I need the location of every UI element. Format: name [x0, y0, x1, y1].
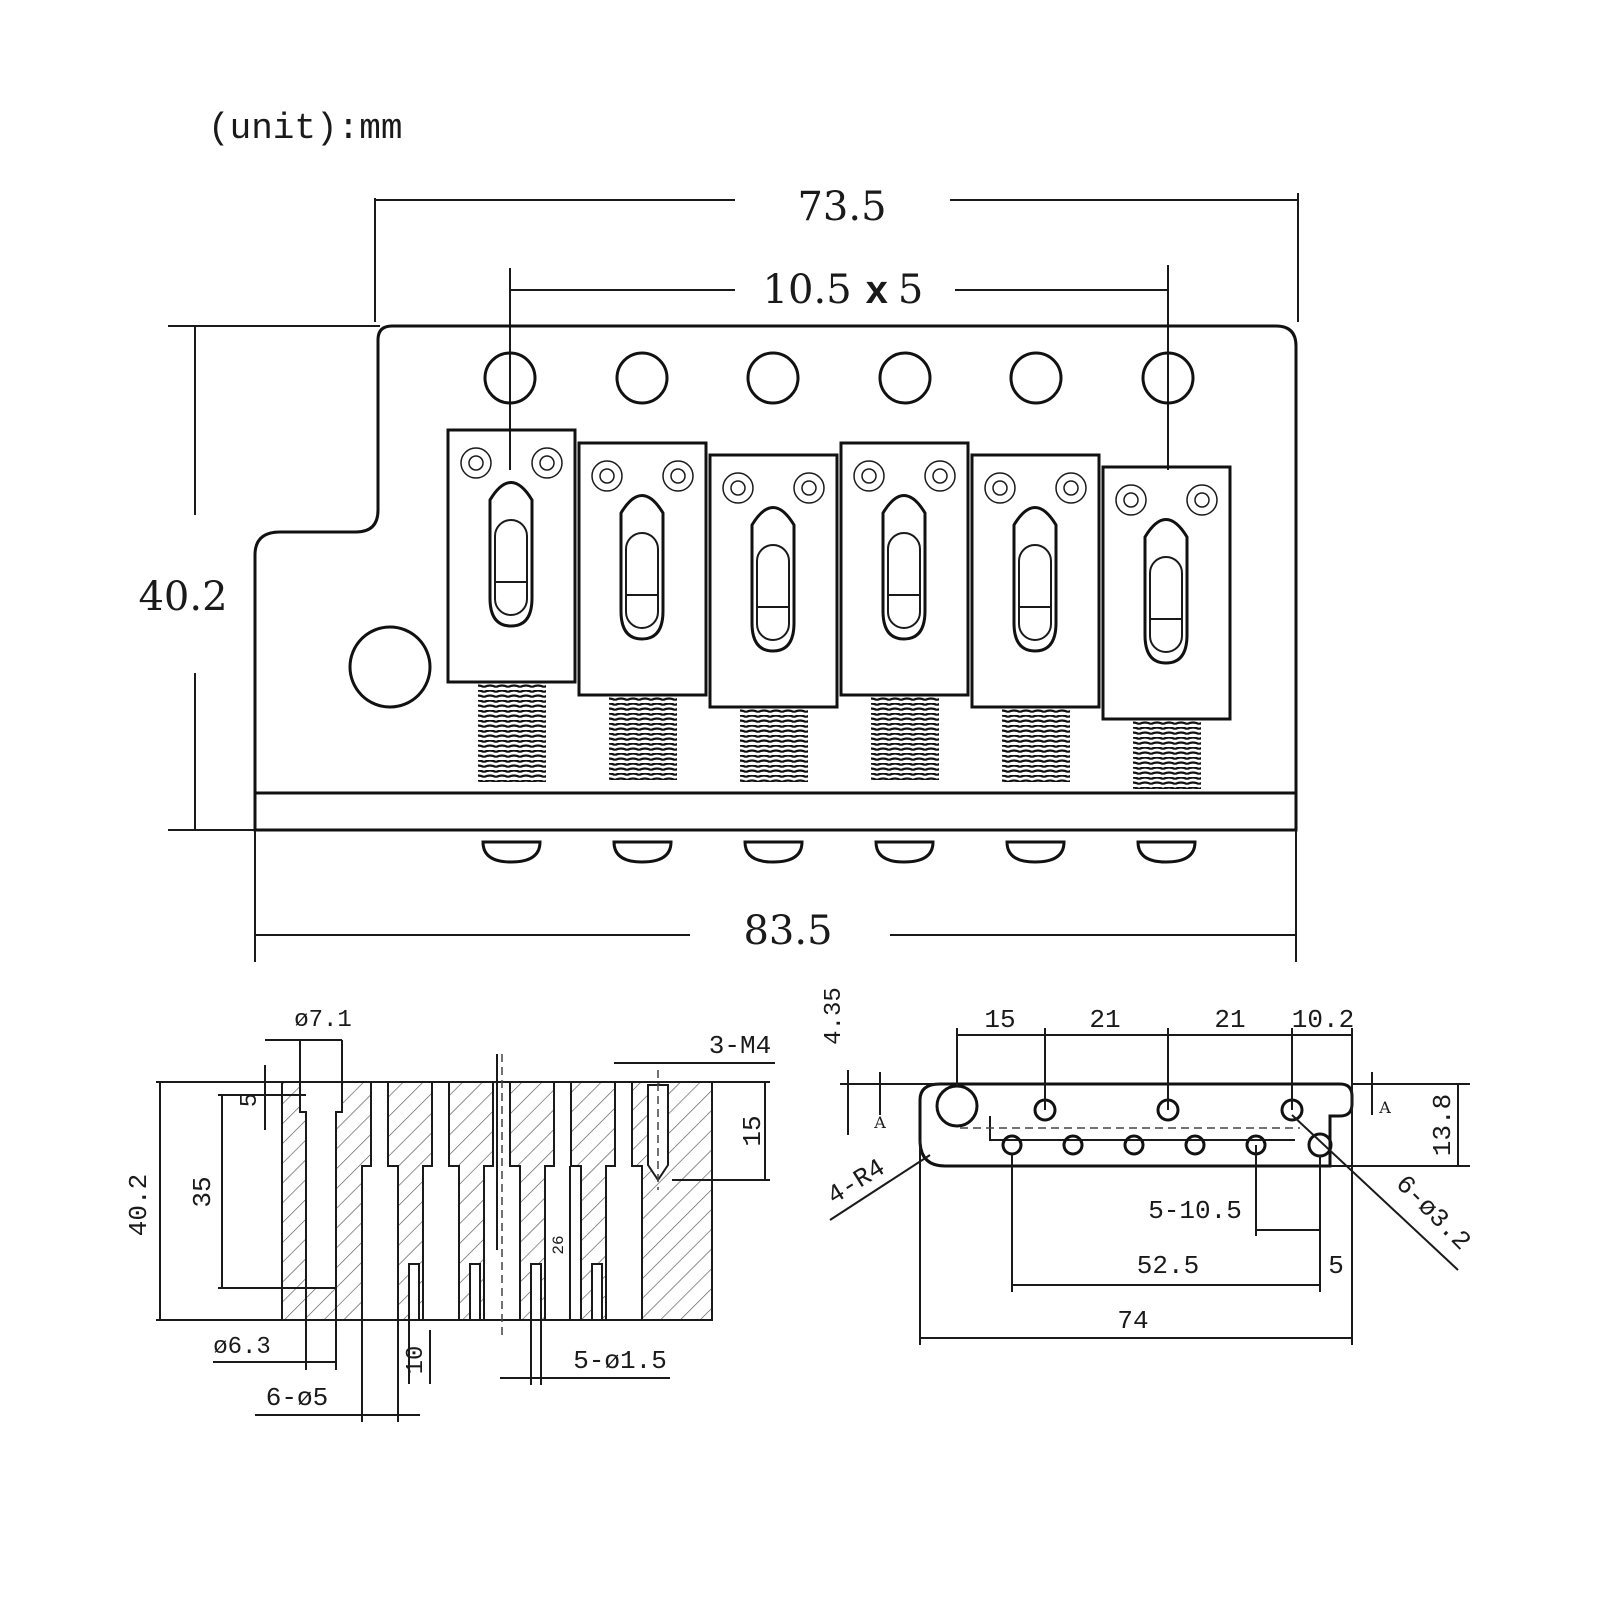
- dim-15: 15: [984, 1005, 1015, 1035]
- string-hole: [1009, 351, 1063, 405]
- mounting-hole: [348, 625, 432, 709]
- dim-height-side: 40.2: [124, 1174, 154, 1236]
- dim-thread-depth: 15: [738, 1115, 768, 1146]
- dim-saddle-spacing-mult: x: [866, 268, 888, 312]
- spring: [478, 682, 546, 782]
- spring: [740, 707, 808, 782]
- dim-inner-26: 26: [550, 1235, 568, 1254]
- dim-base-width: 83.5: [743, 908, 832, 954]
- label-holes-6x5: 6-ø5: [266, 1383, 328, 1413]
- dim-height-top: 40.2: [138, 574, 227, 620]
- string-hole: [615, 351, 669, 405]
- plate-hole: [1307, 1132, 1333, 1158]
- side-section-view: ø7.1 3-M4 5 40.2 35 15 26 10 ø6.3: [124, 1007, 775, 1422]
- mount-hole-large: [935, 1084, 979, 1128]
- plate-hole: [1184, 1134, 1206, 1156]
- string-holes: [483, 351, 1195, 405]
- string-hole: [483, 351, 537, 405]
- dim-top-depth: 5: [237, 1093, 264, 1107]
- saddle: [708, 453, 839, 864]
- saddle: [577, 441, 708, 864]
- saddle: [839, 441, 970, 864]
- plate-hole: [1123, 1134, 1145, 1156]
- label-thread: 3-M4: [709, 1031, 771, 1061]
- label-holes-6x32: 6-ø3.2: [1389, 1169, 1476, 1256]
- spring: [1002, 707, 1070, 782]
- bridge-plate-outline: [253, 324, 1298, 832]
- dim-10-2: 10.2: [1292, 1005, 1354, 1035]
- dim-overall-width: 73.5: [797, 184, 886, 230]
- saddle: [1101, 465, 1232, 864]
- dim-depth-35: 35: [188, 1176, 218, 1207]
- plate-hole: [1001, 1134, 1023, 1156]
- base-plate-outline: [918, 1082, 1354, 1168]
- dim-52-5: 52.5: [1137, 1251, 1199, 1281]
- dim-74: 74: [1117, 1306, 1148, 1336]
- unit-label: (unit):mm: [208, 108, 402, 149]
- dim-saddle-spacing-count: 5: [898, 267, 923, 313]
- base-plate-view: 15 21 21 10.2 4.35 A A 13.8 4-R4 6-ø3.2 …: [821, 987, 1477, 1345]
- section-a-right: A: [1378, 1098, 1391, 1117]
- dim-21-a: 21: [1089, 1005, 1120, 1035]
- string-hole: [746, 351, 800, 405]
- saddle: [970, 453, 1101, 864]
- spring: [609, 695, 677, 780]
- label-hole-dia-top: ø7.1: [294, 1007, 352, 1034]
- dim-saddle-spacing-value: 10.5: [763, 267, 852, 313]
- saddle: [446, 428, 577, 864]
- section-a-left: A: [873, 1113, 886, 1132]
- string-hole: [878, 351, 932, 405]
- dim-13-8: 13.8: [1428, 1094, 1458, 1156]
- dim-5: 5: [1328, 1251, 1344, 1281]
- spring: [1133, 719, 1201, 789]
- dim-5-10-5: 5-10.5: [1148, 1196, 1242, 1226]
- dim-10: 10: [403, 1346, 430, 1375]
- dim-4-35: 4.35: [821, 987, 848, 1045]
- label-hole-dia-63: ø6.3: [213, 1334, 271, 1361]
- plate-hole: [1062, 1134, 1084, 1156]
- string-hole: [1141, 351, 1195, 405]
- dim-21-b: 21: [1214, 1005, 1245, 1035]
- spring: [871, 695, 939, 780]
- label-holes-5x15: 5-ø1.5: [573, 1346, 667, 1376]
